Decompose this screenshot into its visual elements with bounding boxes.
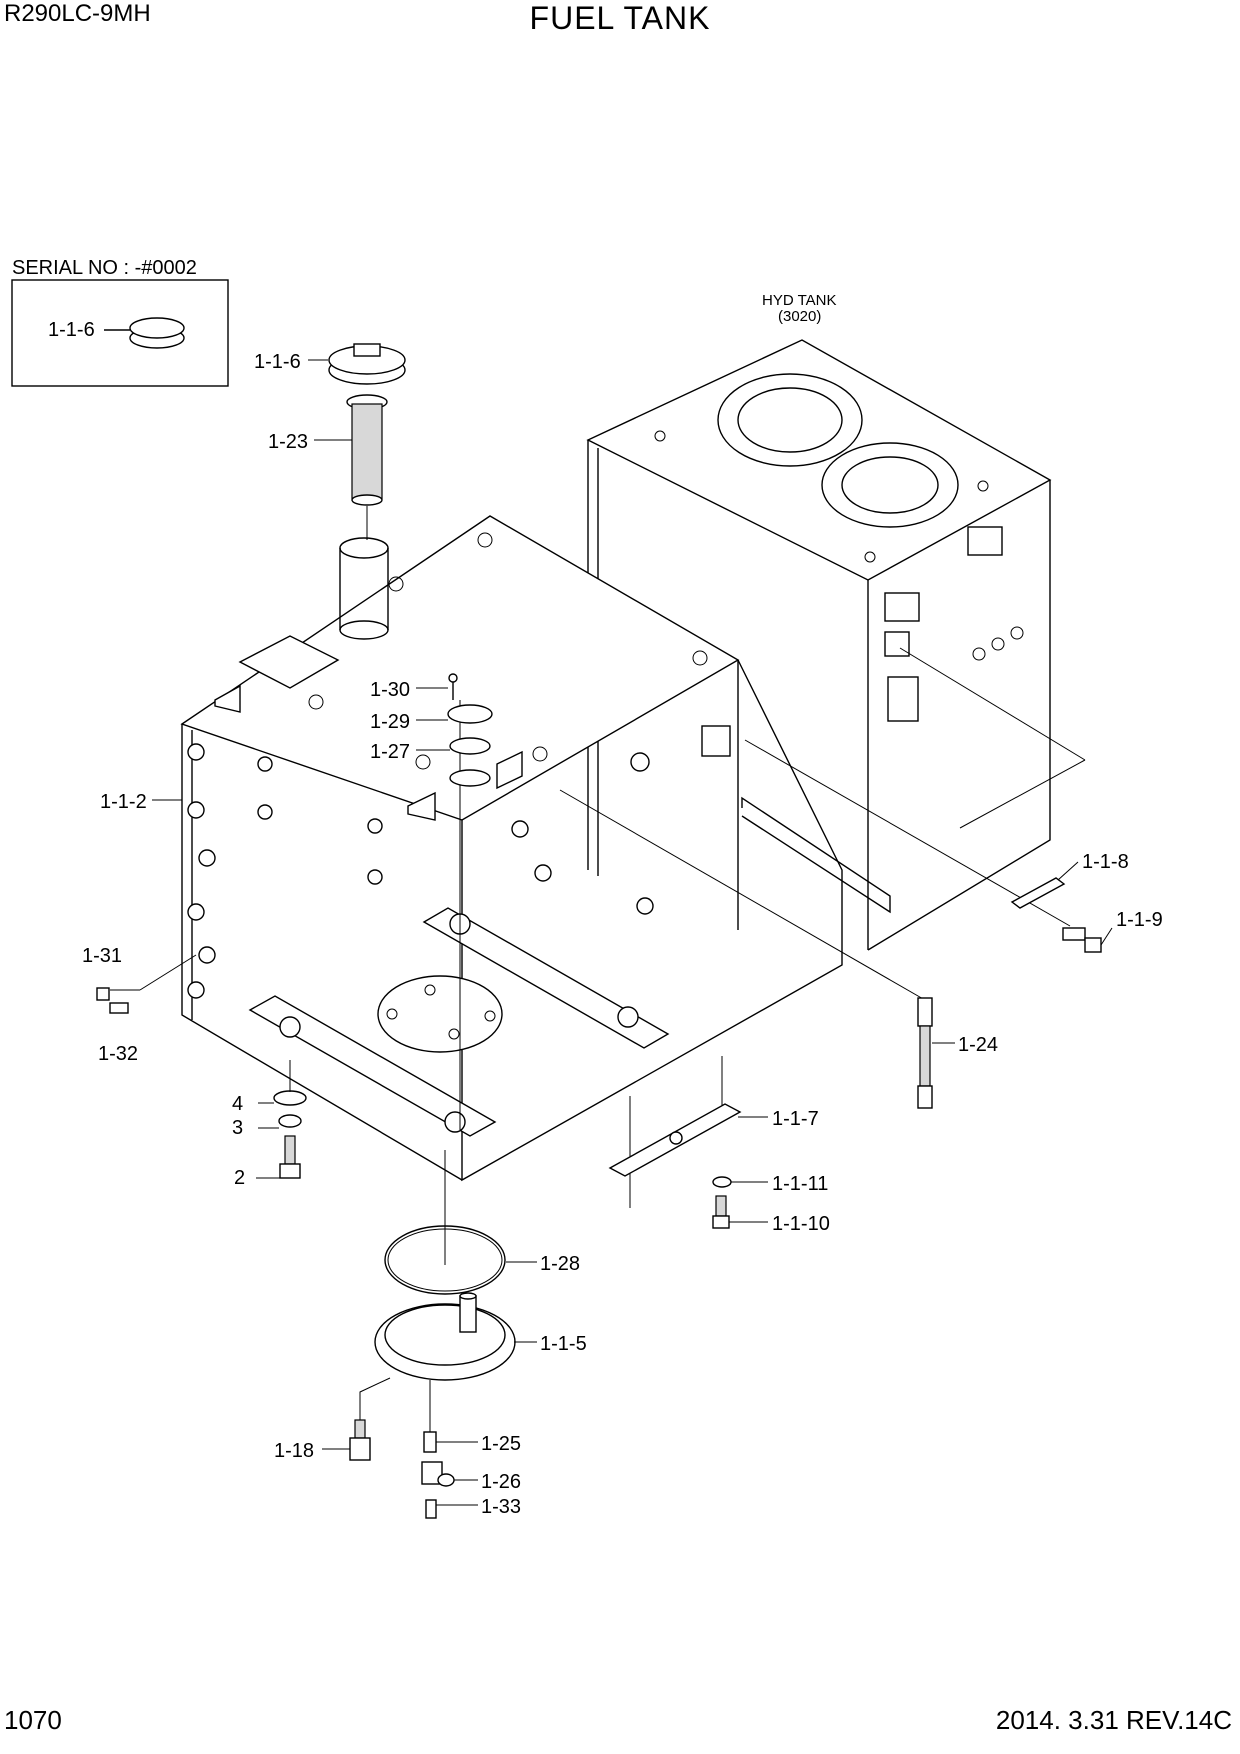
page-number: 1070: [4, 1705, 62, 1735]
hyd-tank-code: (3020): [778, 308, 821, 325]
callout-4: 4: [232, 1093, 243, 1115]
hyd-tank-label: HYD TANK: [762, 292, 836, 309]
callout-1-28: 1-28: [540, 1253, 580, 1275]
callout-3: 3: [232, 1117, 243, 1139]
callout-1-24: 1-24: [958, 1034, 998, 1056]
callout-1-26: 1-26: [481, 1471, 521, 1493]
callout-1-1-5: 1-1-5: [540, 1333, 587, 1355]
callout-2: 2: [234, 1167, 245, 1189]
gauge-flange-stack: [447, 673, 493, 787]
callout-1-1-7: 1-1-7: [772, 1108, 819, 1130]
callout-1-31: 1-31: [82, 945, 122, 967]
serial-part-label: 1-1-6: [48, 319, 95, 341]
o-ring: [384, 1225, 506, 1295]
callout-1-18: 1-18: [274, 1440, 314, 1462]
callout-1-1-8: 1-1-8: [1082, 851, 1129, 873]
fuel-tank: [180, 515, 843, 1265]
callout-1-1-10: 1-1-10: [772, 1213, 830, 1235]
support-bracket: [608, 1056, 742, 1229]
callout-1-1-11: 1-1-11: [772, 1173, 828, 1195]
model-name: R290LC-9MH: [4, 0, 151, 27]
side-bracket: [744, 739, 1102, 953]
callout-1-29: 1-29: [370, 711, 410, 733]
callout-1-25: 1-25: [481, 1433, 521, 1455]
callout-1-27: 1-27: [370, 741, 410, 763]
level-gauge: [559, 789, 933, 1109]
mount-hardware: [273, 1060, 307, 1179]
callout-1-23: 1-23: [268, 431, 308, 453]
filler-cap: [328, 343, 406, 385]
revision-date: 2014. 3.31 REV.14C: [995, 1705, 1232, 1735]
serial-label: SERIAL NO : -#0002: [12, 257, 197, 279]
page-title: FUEL TANK: [529, 0, 711, 36]
callout-1-1-6: 1-1-6: [254, 351, 301, 373]
side-fittings: [96, 954, 197, 1014]
strainer: [346, 394, 388, 540]
callout-1-1-9: 1-1-9: [1116, 909, 1163, 931]
leader-lines: [152, 359, 1113, 1506]
callout-1-1-2: 1-1-2: [100, 791, 147, 813]
callout-1-30: 1-30: [370, 679, 410, 701]
serial-number-box: SERIAL NO : -#0002 1-1-6: [11, 257, 229, 387]
callout-labels: 1-1-6 1-23 1-30 1-29 1-27 1-1-2 1-31 1-3…: [82, 351, 1163, 1518]
callout-1-32: 1-32: [98, 1043, 138, 1065]
drain-parts: [349, 1377, 455, 1519]
bottom-flange: [374, 1292, 516, 1381]
callout-1-33: 1-33: [481, 1496, 521, 1518]
hyd-tank: HYD TANK (3020): [586, 292, 1086, 951]
